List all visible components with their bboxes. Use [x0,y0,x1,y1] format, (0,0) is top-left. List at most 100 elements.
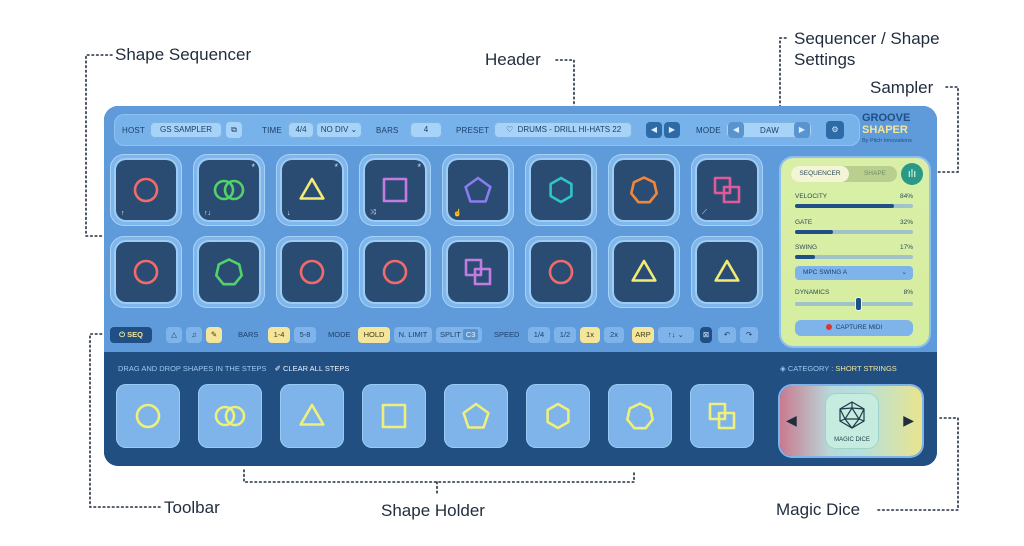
preset-name: DRUMS - DRILL HI-HATS 22 [517,125,622,134]
dynamics-label: DYNAMICS [795,289,830,296]
velocity-slider[interactable] [795,204,913,208]
magic-dice-panel: ◀ MAGIC DICE ▶ [780,386,922,456]
step-direction-icon: ↓ [287,210,291,217]
step-pad-3[interactable]: *↓ [276,154,348,226]
bars-5-8-button[interactable]: 5-8 [294,327,316,343]
callout-seq-shape-settings: Sequencer / Shape Settings [794,28,940,70]
dynamics-handle[interactable] [856,298,862,310]
eraser-icon: ✐ [274,364,281,373]
split-control[interactable]: SPLIT C3 [436,327,482,343]
holder-shape-double-circle[interactable] [198,384,262,448]
step-pad-inner [116,242,176,302]
holder-shape-square[interactable] [362,384,426,448]
mode-hold-button[interactable]: HOLD [358,327,390,343]
callout-shape-holder: Shape Holder [381,501,485,520]
time-label: TIME [262,126,282,135]
time-division-select[interactable]: NO DIV ⌄ [316,122,362,138]
holder-shape-pentagon[interactable] [444,384,508,448]
step-pad-15[interactable] [608,236,680,308]
step-direction-icon: ↑↓ [204,210,211,217]
sequencer-shape-settings-panel: SEQUENCER SHAPE ılı VELOCITY 84% GATE 32… [781,158,929,346]
step-pad-inner [448,242,508,302]
chevron-down-icon: ⌄ [901,269,907,276]
step-pad-8[interactable]: ⟋ [691,154,763,226]
swing-type-select[interactable]: MPC SWING A⌄ [795,266,913,280]
circle-shape-icon [133,177,159,203]
dice-icon [839,401,865,429]
dice-prev-icon[interactable]: ◀ [786,412,797,428]
step-pad-inner: ⟋ [697,160,757,220]
capture-midi-button[interactable]: CAPTURE MIDI [795,320,913,336]
holder-shape-triangle[interactable] [280,384,344,448]
step-pad-9[interactable] [110,236,182,308]
step-pad-10[interactable] [193,236,265,308]
step-pad-inner: *⤨ [365,160,425,220]
step-pad-12[interactable] [359,236,431,308]
callout-shape-sequencer: Shape Sequencer [115,45,252,64]
settings-gear-icon[interactable]: ⚙ [826,121,844,139]
bars-value[interactable]: 4 [410,122,442,138]
holder-shape-hexagon[interactable] [526,384,590,448]
undo-icon[interactable]: ↶ [718,327,736,343]
randomize-icon[interactable]: ⊠ [700,327,712,343]
mode-next-icon[interactable]: ▶ [794,122,810,138]
step-pad-1[interactable]: ↑ [110,154,182,226]
drag-drop-instructions: DRAG AND DROP SHAPES IN THE STEPS [118,364,267,373]
speed-1-4-button[interactable]: 1/4 [528,327,550,343]
step-pad-6[interactable] [525,154,597,226]
category-label: CATEGORY : [787,364,834,373]
preset-select[interactable]: ♡ DRUMS - DRILL HI-HATS 22 [494,122,632,138]
step-pad-7[interactable] [608,154,680,226]
host-select[interactable]: GS SAMPLER [150,122,222,138]
mode-value: DAW [760,126,779,135]
speed-2x-button[interactable]: 2x [604,327,624,343]
pencil-tool-icon[interactable]: ✎ [206,327,222,343]
step-modified-marker: * [334,162,338,172]
speed-1x-button[interactable]: 1x [580,327,600,343]
arp-button[interactable]: ARP [632,327,654,343]
mode-nlimit-button[interactable]: N. LIMIT [394,327,432,343]
preset-next-icon[interactable]: ▶ [664,122,680,138]
clear-all-steps-button[interactable]: ✐ CLEAR ALL STEPS [275,364,350,373]
step-pad-5[interactable]: ☝ [442,154,514,226]
step-pad-14[interactable] [525,236,597,308]
gate-slider[interactable] [795,230,913,234]
preset-prev-icon[interactable]: ◀ [646,122,662,138]
arp-direction-select[interactable]: ↑↓ ⌄ [658,327,694,343]
step-pad-4[interactable]: *⤨ [359,154,431,226]
mode-select[interactable] [726,122,812,138]
time-signature[interactable]: 4/4 [288,122,314,138]
triangle-tool-icon[interactable]: △ [166,327,182,343]
header-bar: HOST GS SAMPLER ⧉ TIME 4/4 NO DIV ⌄ BARS… [114,114,860,146]
copy-icon[interactable]: ⧉ [226,122,242,138]
tab-shape[interactable]: SHAPE [863,170,887,177]
dynamics-value: 8% [903,289,913,296]
redo-icon[interactable]: ↷ [740,327,758,343]
upper-panel: HOST GS SAMPLER ⧉ TIME 4/4 NO DIV ⌄ BARS… [104,106,937,352]
step-pad-2[interactable]: *↑↓ [193,154,265,226]
tab-sequencer[interactable]: SEQUENCER [791,166,849,182]
seq-toggle-button[interactable]: ⏻ SEQ [110,327,152,343]
dynamics-slider[interactable] [795,298,913,310]
sampler-waveform-icon[interactable]: ılı [901,163,923,185]
note-tool-icon[interactable]: ♫ [186,327,202,343]
magic-dice-button[interactable]: MAGIC DICE [826,394,878,448]
holder-shape-double-square[interactable] [690,384,754,448]
holder-shape-circle[interactable] [116,384,180,448]
power-icon: ⏻ [119,330,125,339]
mode-prev-icon[interactable]: ◀ [728,122,744,138]
step-pad-16[interactable] [691,236,763,308]
bars-1-4-button[interactable]: 1-4 [268,327,290,343]
step-pad-13[interactable] [442,236,514,308]
swing-slider[interactable] [795,255,913,259]
step-direction-icon: ⤨ [370,209,376,216]
holder-shape-heptagon[interactable] [608,384,672,448]
shape-holder-instructions: DRAG AND DROP SHAPES IN THE STEPS ✐ CLEA… [118,364,349,373]
heart-icon[interactable]: ♡ [506,125,514,134]
dice-next-icon[interactable]: ▶ [903,412,914,428]
hexagon-shape-icon [546,402,570,430]
speed-1-2-button[interactable]: 1/2 [554,327,576,343]
step-pad-inner [697,242,757,302]
step-pad-11[interactable] [276,236,348,308]
clear-all-steps-label: CLEAR ALL STEPS [283,364,350,373]
